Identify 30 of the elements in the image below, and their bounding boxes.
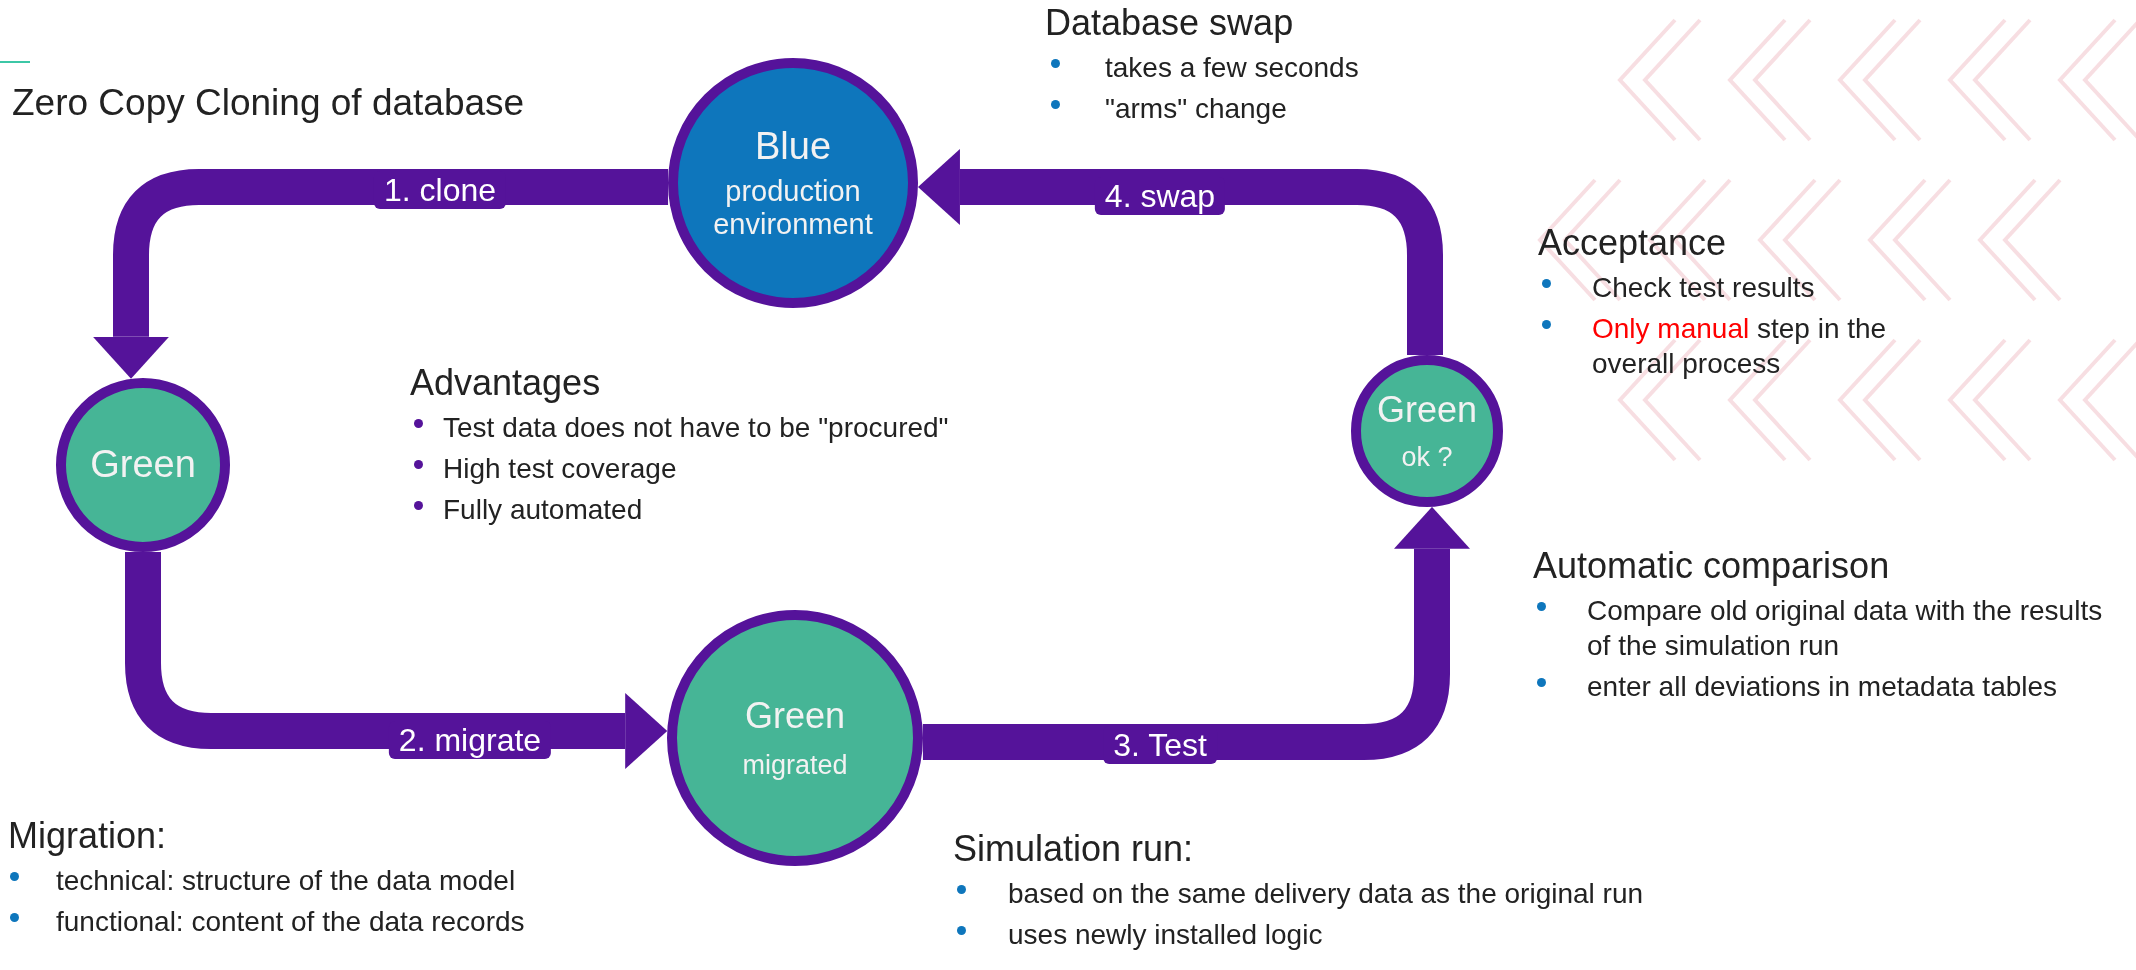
node-subtitle: ok ? <box>1401 442 1453 474</box>
diagram-title: Zero Copy Cloning of database <box>12 82 525 124</box>
section-heading: Automatic comparison <box>1533 545 1891 587</box>
section-heading: Acceptance <box>1538 222 1728 264</box>
node-title: Green <box>1376 388 1478 431</box>
bullet-item: enter all deviations in metadata tables <box>1533 669 2133 704</box>
bullet-item: Only manual step in the overall process <box>1538 311 1958 381</box>
node-title: Green <box>90 443 196 487</box>
bullet-item: Test data does not have to be "procured" <box>410 410 970 445</box>
bullet-item: technical: structure of the data model <box>8 863 628 898</box>
node-subtitle: migrated <box>742 750 848 782</box>
bullet-item: Check test results <box>1538 270 1958 305</box>
bullet-item: takes a few seconds <box>1045 50 1545 85</box>
bullet-item: High test coverage <box>410 451 970 486</box>
arrow <box>917 149 1443 356</box>
arrow <box>93 169 669 379</box>
arrow <box>922 506 1470 760</box>
bullet-item: "arms" change <box>1045 91 1545 126</box>
node-subtitle: production environment <box>712 174 874 242</box>
bullet-item: based on the same delivery data as the original run <box>953 876 1853 911</box>
section-heading: Advantages <box>410 362 602 404</box>
section-heading: Database swap <box>1045 2 1295 44</box>
bullet-item: Fully automated <box>410 492 970 527</box>
bullet-item: uses newly installed logic <box>953 917 1853 952</box>
section-heading: Simulation run: <box>953 828 1195 870</box>
section-heading: Migration: <box>8 815 168 857</box>
arrow <box>125 552 668 769</box>
node-title: Blue <box>754 124 832 169</box>
node-title: Green <box>744 694 846 737</box>
bullet-item: functional: content of the data records <box>8 904 628 939</box>
